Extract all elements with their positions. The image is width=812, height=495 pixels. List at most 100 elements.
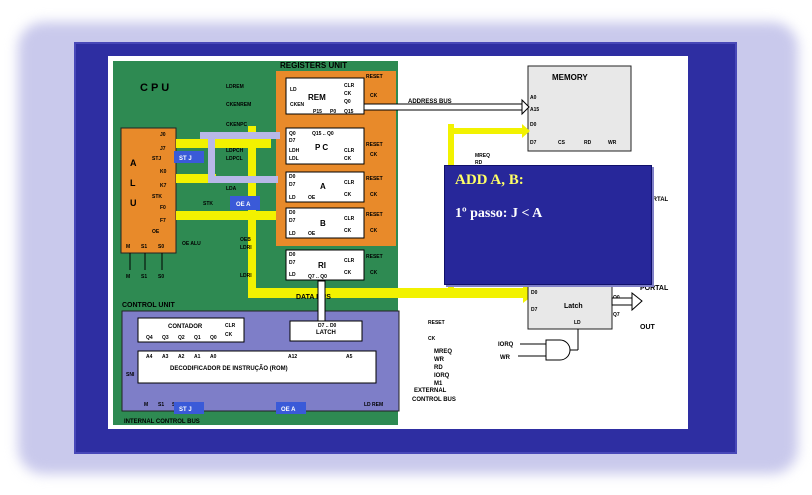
decoder-output: IORQ (434, 373, 450, 379)
decoder-output: MREQ (434, 349, 452, 355)
alu-out: S1 (141, 274, 147, 280)
alu-pin: F7 (160, 218, 166, 224)
ri-to-latch-bus (317, 280, 326, 322)
data-bus (248, 288, 523, 298)
memory-pin: D7 (530, 140, 537, 146)
ri-label: CK (344, 270, 352, 276)
decoder-output: RD (434, 365, 443, 371)
ctrl-signal: CKENREM (226, 102, 251, 108)
data-bus-label: DATA BUS (296, 294, 331, 301)
b-label: CLR (344, 216, 355, 222)
dec-bottom: LD REM (364, 402, 383, 408)
ctrl-signal: LDREM (226, 84, 244, 90)
b-label: OE (308, 231, 316, 237)
ri-label: CLR (344, 258, 355, 264)
ext-bus-2: CONTROL BUS (412, 397, 456, 403)
highlight-box-stj-2 (174, 402, 204, 414)
pc-label: LDL (289, 156, 299, 162)
alu-letter: U (130, 198, 137, 208)
ck-label: CK (370, 152, 378, 158)
memory-pin: A15 (530, 107, 539, 113)
decoder-addr: A0 (210, 354, 217, 360)
io-latch-pin: D7 (531, 307, 538, 313)
bus-vertical (248, 126, 256, 296)
decoder-block (137, 350, 377, 384)
contador-pin: Q0 (210, 335, 217, 341)
register-rem: REM LD CKEN CLR CK Q0 Q15 P15 P0 (285, 77, 365, 115)
ri-name: RI (318, 261, 326, 270)
alu-pin: F0 (160, 205, 166, 211)
rem-label: CLR (344, 83, 355, 89)
memory-ctrl: RD (584, 140, 592, 146)
overlay-box: ADD A, B: 1º passo: J < A (444, 165, 652, 285)
ri-label: Q7 .. Q0 (308, 274, 327, 280)
registers-unit-label: REGISTERS UNIT (280, 61, 347, 70)
ctrl-signal: CKENPC (226, 122, 248, 128)
cu-latch (289, 320, 363, 342)
ck-label: CK (370, 192, 378, 198)
bus-f (176, 211, 276, 220)
contador-pin: Q3 (162, 335, 169, 341)
alu-pin: J7 (160, 146, 166, 152)
alu-pin: K0 (160, 169, 167, 175)
control-unit-label: CONTROL UNIT (122, 302, 175, 309)
a-label: CLR (344, 180, 355, 186)
rem-label: Q0 (344, 99, 351, 105)
alu-oe: OE ALU (182, 241, 201, 247)
contador-pin: CK (225, 332, 233, 338)
decoder-output: WR (434, 357, 445, 363)
ctrl-signal: LDA (226, 186, 237, 192)
b-name: B (320, 219, 326, 228)
dec-side: CK (428, 336, 436, 342)
bus-a-hilite (208, 176, 278, 183)
dec-bottom: M (144, 402, 148, 408)
portal-top: PORTAL (644, 197, 669, 203)
b-label: CK (344, 228, 352, 234)
decoder-addr: A1 (194, 354, 201, 360)
alu-pin: S0 (158, 244, 164, 250)
cu-latch-name: LATCH (316, 330, 336, 336)
address-bus-label: ADDRESS BUS (408, 99, 452, 105)
alu-block (120, 127, 177, 254)
alu-pin: K7 (160, 183, 167, 189)
decoder-output: M1 (434, 381, 443, 387)
contador-block (137, 317, 245, 343)
alu-pin: J0 (160, 132, 166, 138)
portal-out: PORTAL (640, 285, 669, 292)
portal-out-label: OUT (640, 324, 656, 331)
memory-ctrl: CS (558, 140, 566, 146)
dec-side: RESET (428, 320, 445, 326)
gate-in: WR (500, 355, 511, 361)
out-arrow-head (631, 291, 643, 312)
bus-j-hilite (200, 132, 280, 139)
alu-pin: M (126, 244, 130, 250)
highlight-oea-2: OE A (281, 407, 296, 413)
alu-stk: STK (203, 201, 213, 207)
contador-pin: Q1 (194, 335, 201, 341)
ri-label: LD (289, 272, 296, 278)
highlight-oea: OE A (236, 202, 251, 208)
memory-ctrl: WR (608, 140, 617, 146)
io-rd: RD (475, 160, 483, 166)
pc-label: CK (344, 156, 352, 162)
cpu-title: C P U (140, 82, 169, 94)
rem-name: REM (308, 93, 326, 102)
ri-label: D7 (289, 260, 296, 266)
reset-label: RESET (366, 254, 383, 260)
ctrl-signal: LDRI (240, 273, 252, 279)
a-label: LD (289, 195, 296, 201)
pc-label: D7 (289, 138, 296, 144)
io-latch-pin: LD (574, 320, 581, 326)
rem-label: LD (290, 87, 297, 93)
register-ri: RI D0 D7 LD Q7 .. Q0 CLR CK (285, 249, 365, 281)
a-label: OE (308, 195, 316, 201)
pc-label: LDH (289, 148, 300, 154)
internal-bus-label: INTERNAL CONTROL BUS (124, 419, 200, 425)
memory-pin: D0 (530, 122, 537, 128)
overlay-title: ADD A, B: (455, 172, 524, 188)
io-latch-pin: D0 (531, 290, 538, 296)
rem-label: P0 (330, 109, 336, 115)
memory-block (527, 65, 632, 152)
data-bus-mem-arrow (522, 124, 530, 138)
